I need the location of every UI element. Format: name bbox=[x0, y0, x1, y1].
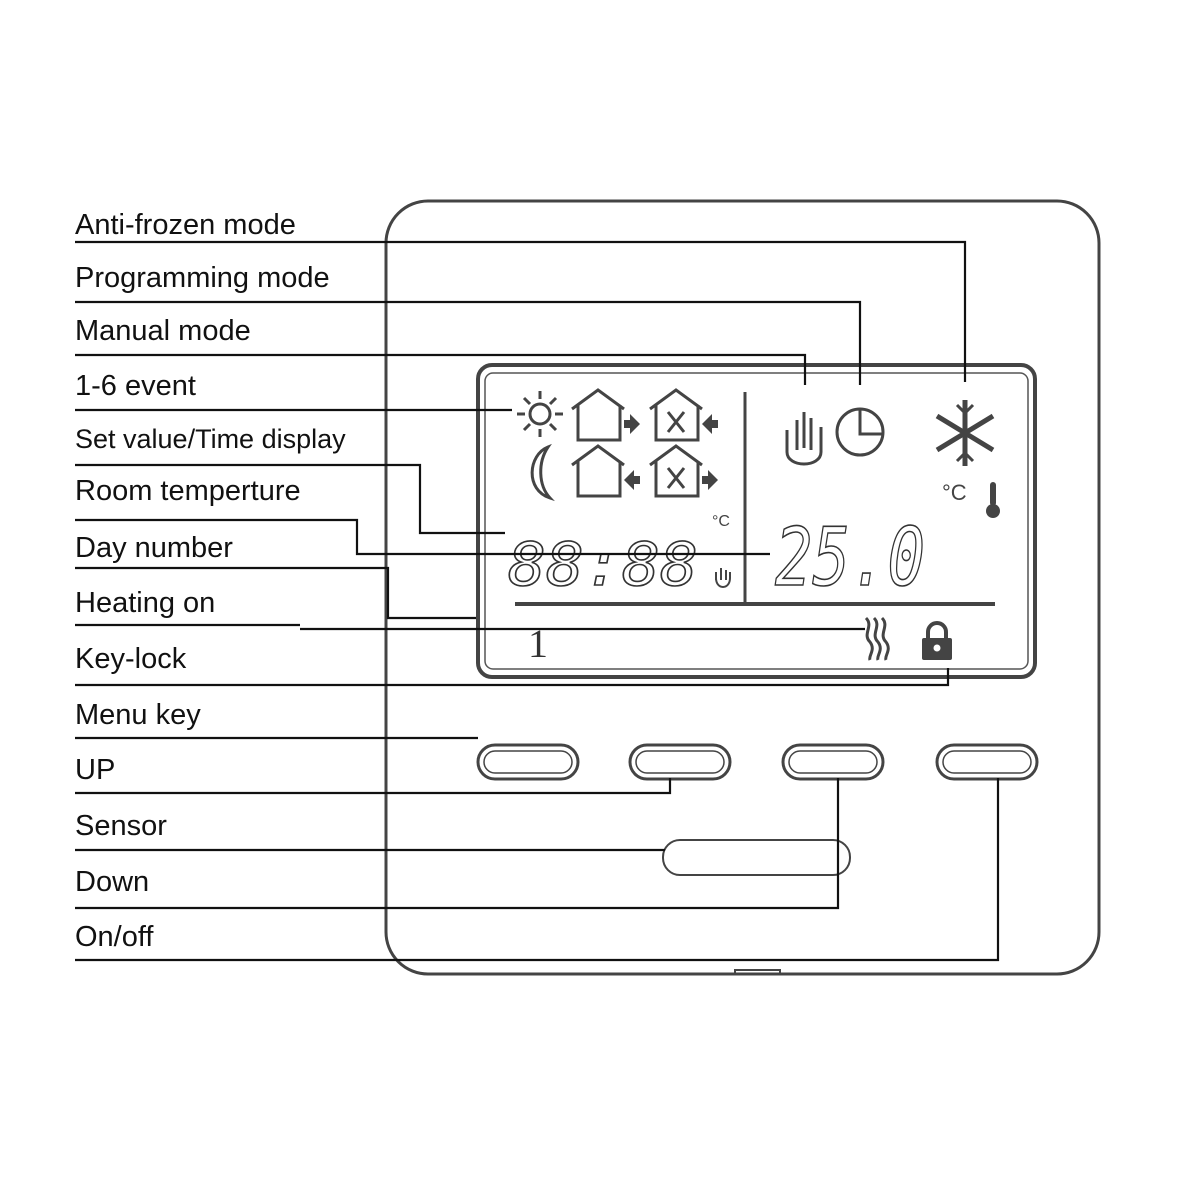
heating-on-icon bbox=[864, 616, 890, 661]
meal-house-icon bbox=[649, 388, 703, 442]
moon-icon bbox=[530, 443, 555, 502]
label-anti-frozen-mode: Anti-frozen mode bbox=[75, 209, 296, 241]
anti-frozen-snowflake-icon bbox=[935, 400, 995, 466]
label-programming-mode: Programming mode bbox=[75, 262, 330, 294]
label-event: 1-6 event bbox=[75, 370, 196, 402]
leader-anti-frozen bbox=[75, 240, 967, 382]
device-body bbox=[384, 199, 1101, 976]
up-button[interactable] bbox=[628, 743, 732, 781]
label-down: Down bbox=[75, 866, 150, 898]
down-button[interactable] bbox=[781, 743, 885, 781]
label-manual-mode: Manual mode bbox=[75, 315, 251, 347]
thermometer-icon bbox=[986, 482, 1000, 518]
room-temperature-unit: °C bbox=[942, 480, 967, 505]
house-leave-icon bbox=[571, 388, 625, 442]
leader-lines bbox=[75, 240, 1000, 962]
meal-house-out-icon bbox=[649, 444, 703, 498]
leader-heating-on bbox=[75, 623, 865, 631]
time-unit: °C bbox=[712, 513, 730, 530]
lcd-inner bbox=[484, 372, 1029, 670]
day-number: 1 bbox=[528, 621, 548, 666]
manual-mode-hand-icon bbox=[785, 412, 823, 466]
leader-room-temp bbox=[75, 518, 770, 556]
leader-up bbox=[75, 778, 672, 795]
leader-day-number bbox=[75, 566, 476, 620]
arrow-in-icon bbox=[702, 414, 718, 434]
room-temperature-display: 25.0 bbox=[775, 511, 925, 604]
label-sensor: Sensor bbox=[75, 810, 167, 842]
time-display: 88:88 bbox=[508, 530, 698, 600]
house-return-icon bbox=[571, 444, 625, 498]
leader-programming bbox=[75, 300, 862, 385]
leader-set-value bbox=[75, 463, 505, 535]
leader-on-off bbox=[75, 778, 1000, 962]
label-room-temperature: Room temperture bbox=[75, 475, 301, 507]
label-day-number: Day number bbox=[75, 532, 233, 564]
programming-clock-icon bbox=[835, 407, 885, 457]
on-off-button[interactable] bbox=[935, 743, 1039, 781]
label-menu-key: Menu key bbox=[75, 699, 201, 731]
arrow-right-icon bbox=[624, 414, 640, 434]
arrow-left-icon bbox=[624, 470, 640, 490]
label-heating-on: Heating on bbox=[75, 587, 216, 619]
label-key-lock: Key-lock bbox=[75, 643, 187, 675]
label-on-off: On/off bbox=[75, 921, 154, 953]
leader-key-lock bbox=[75, 668, 950, 687]
lcd-frame bbox=[476, 363, 1037, 679]
leader-down bbox=[75, 778, 840, 910]
label-up: UP bbox=[75, 754, 116, 786]
key-lock-icon bbox=[922, 621, 952, 660]
arrow-out-icon bbox=[702, 470, 718, 490]
manual-small-icon bbox=[715, 568, 731, 588]
menu-key-button[interactable] bbox=[476, 743, 580, 781]
sun-icon bbox=[517, 391, 563, 437]
label-set-value: Set value/Time display bbox=[75, 424, 346, 454]
device-notch bbox=[734, 969, 781, 974]
leader-manual bbox=[75, 353, 807, 385]
sensor-window bbox=[662, 839, 851, 876]
